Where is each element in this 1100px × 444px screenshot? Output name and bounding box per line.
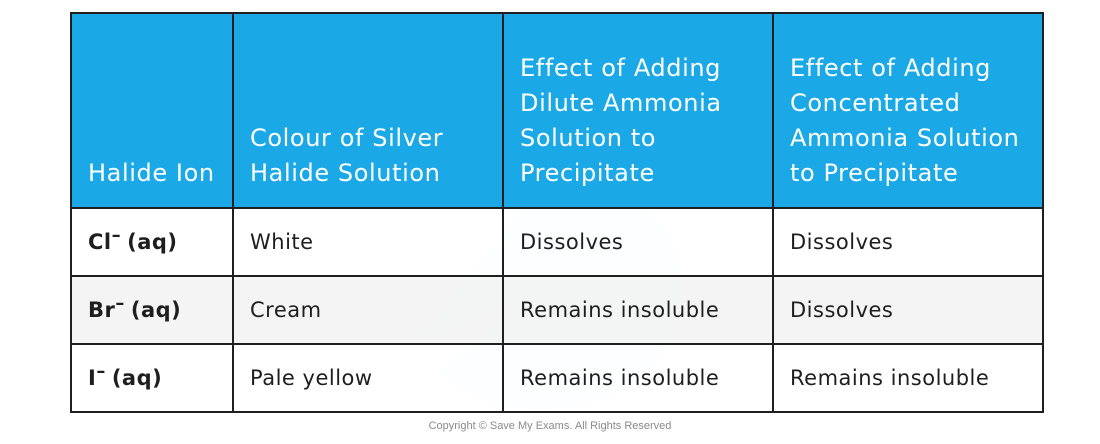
header-concentrated-ammonia: Effect of Adding Concentrated Ammonia So… [772, 12, 1044, 209]
halide-table: Halide Ion Colour of Silver Halide Solut… [70, 12, 1044, 413]
ion-symbol: Br [88, 298, 116, 322]
ion-charge: – [115, 293, 125, 314]
ion-symbol: I [88, 366, 97, 390]
header-colour: Colour of Silver Halide Solution [232, 12, 504, 209]
dilute-cell: Remains insoluble [502, 343, 774, 413]
ion-cell: I–(aq) [70, 343, 234, 413]
colour-cell: Cream [232, 275, 504, 345]
ion-state: (aq) [111, 366, 163, 390]
concentrated-cell: Remains insoluble [772, 343, 1044, 413]
table-row: Cl–(aq) White Dissolves Dissolves [70, 207, 1044, 277]
table-row: Br–(aq) Cream Remains insoluble Dissolve… [70, 275, 1044, 345]
table-row: I–(aq) Pale yellow Remains insoluble Rem… [70, 343, 1044, 413]
copyright-notice: Copyright © Save My Exams. All Rights Re… [428, 420, 672, 432]
table-header-row: Halide Ion Colour of Silver Halide Solut… [70, 12, 1044, 209]
colour-cell: Pale yellow [232, 343, 504, 413]
header-halide-ion: Halide Ion [70, 12, 234, 209]
header-dilute-ammonia: Effect of Adding Dilute Ammonia Solution… [502, 12, 774, 209]
ion-charge: – [111, 225, 122, 246]
ion-cell: Br–(aq) [70, 275, 234, 345]
dilute-cell: Remains insoluble [502, 275, 774, 345]
ion-state: (aq) [130, 298, 182, 322]
concentrated-cell: Dissolves [772, 275, 1044, 345]
ion-symbol: Cl [88, 230, 112, 254]
ion-cell: Cl–(aq) [70, 207, 234, 277]
concentrated-cell: Dissolves [772, 207, 1044, 277]
dilute-cell: Dissolves [502, 207, 774, 277]
ion-charge: – [96, 361, 106, 382]
colour-cell: White [232, 207, 504, 277]
ion-state: (aq) [127, 230, 178, 254]
